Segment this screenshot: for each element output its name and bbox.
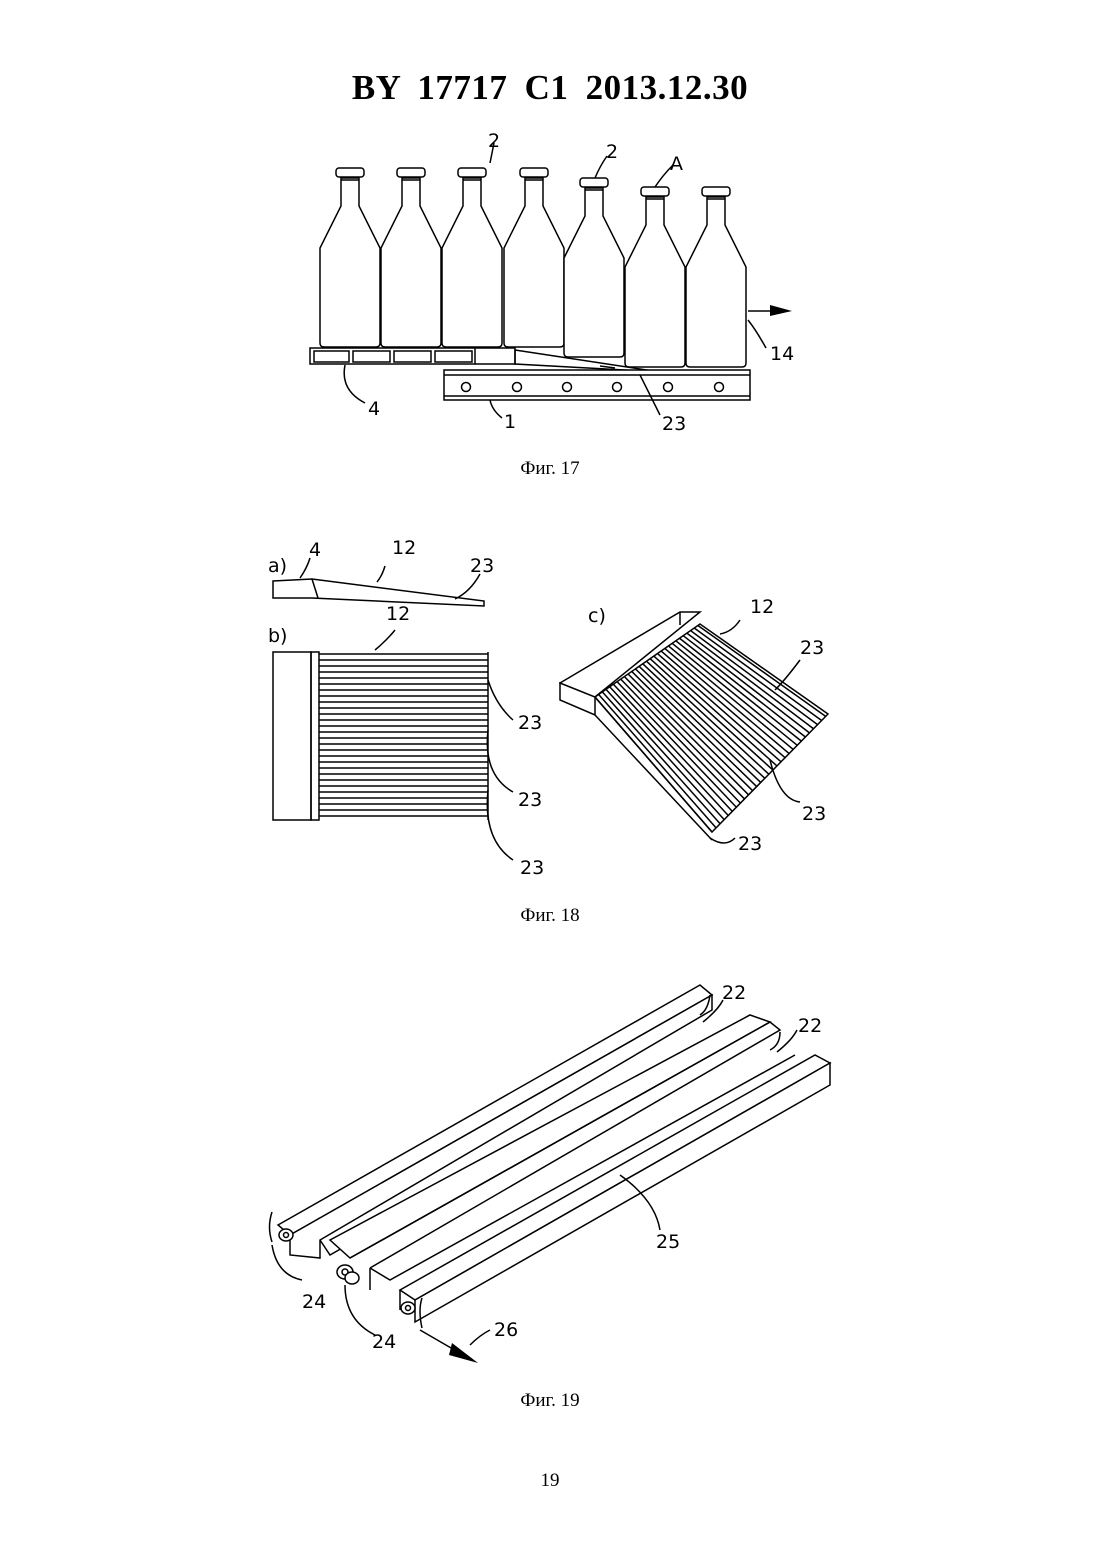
label-22-first: 22 bbox=[722, 982, 746, 1004]
figure-19-drawing: 22 22 25 24 24 26 bbox=[0, 0, 1100, 1400]
label-24-first: 24 bbox=[302, 1291, 326, 1313]
label-25: 25 bbox=[656, 1231, 680, 1253]
label-26: 26 bbox=[494, 1319, 518, 1341]
figure-19-caption: Фиг. 19 bbox=[0, 1390, 1100, 1412]
label-22-second: 22 bbox=[798, 1015, 822, 1037]
label-24-second: 24 bbox=[372, 1331, 396, 1353]
grooved-chain-links bbox=[270, 985, 831, 1328]
movement-arrow bbox=[420, 1330, 490, 1363]
page-number: 19 bbox=[0, 1470, 1100, 1492]
